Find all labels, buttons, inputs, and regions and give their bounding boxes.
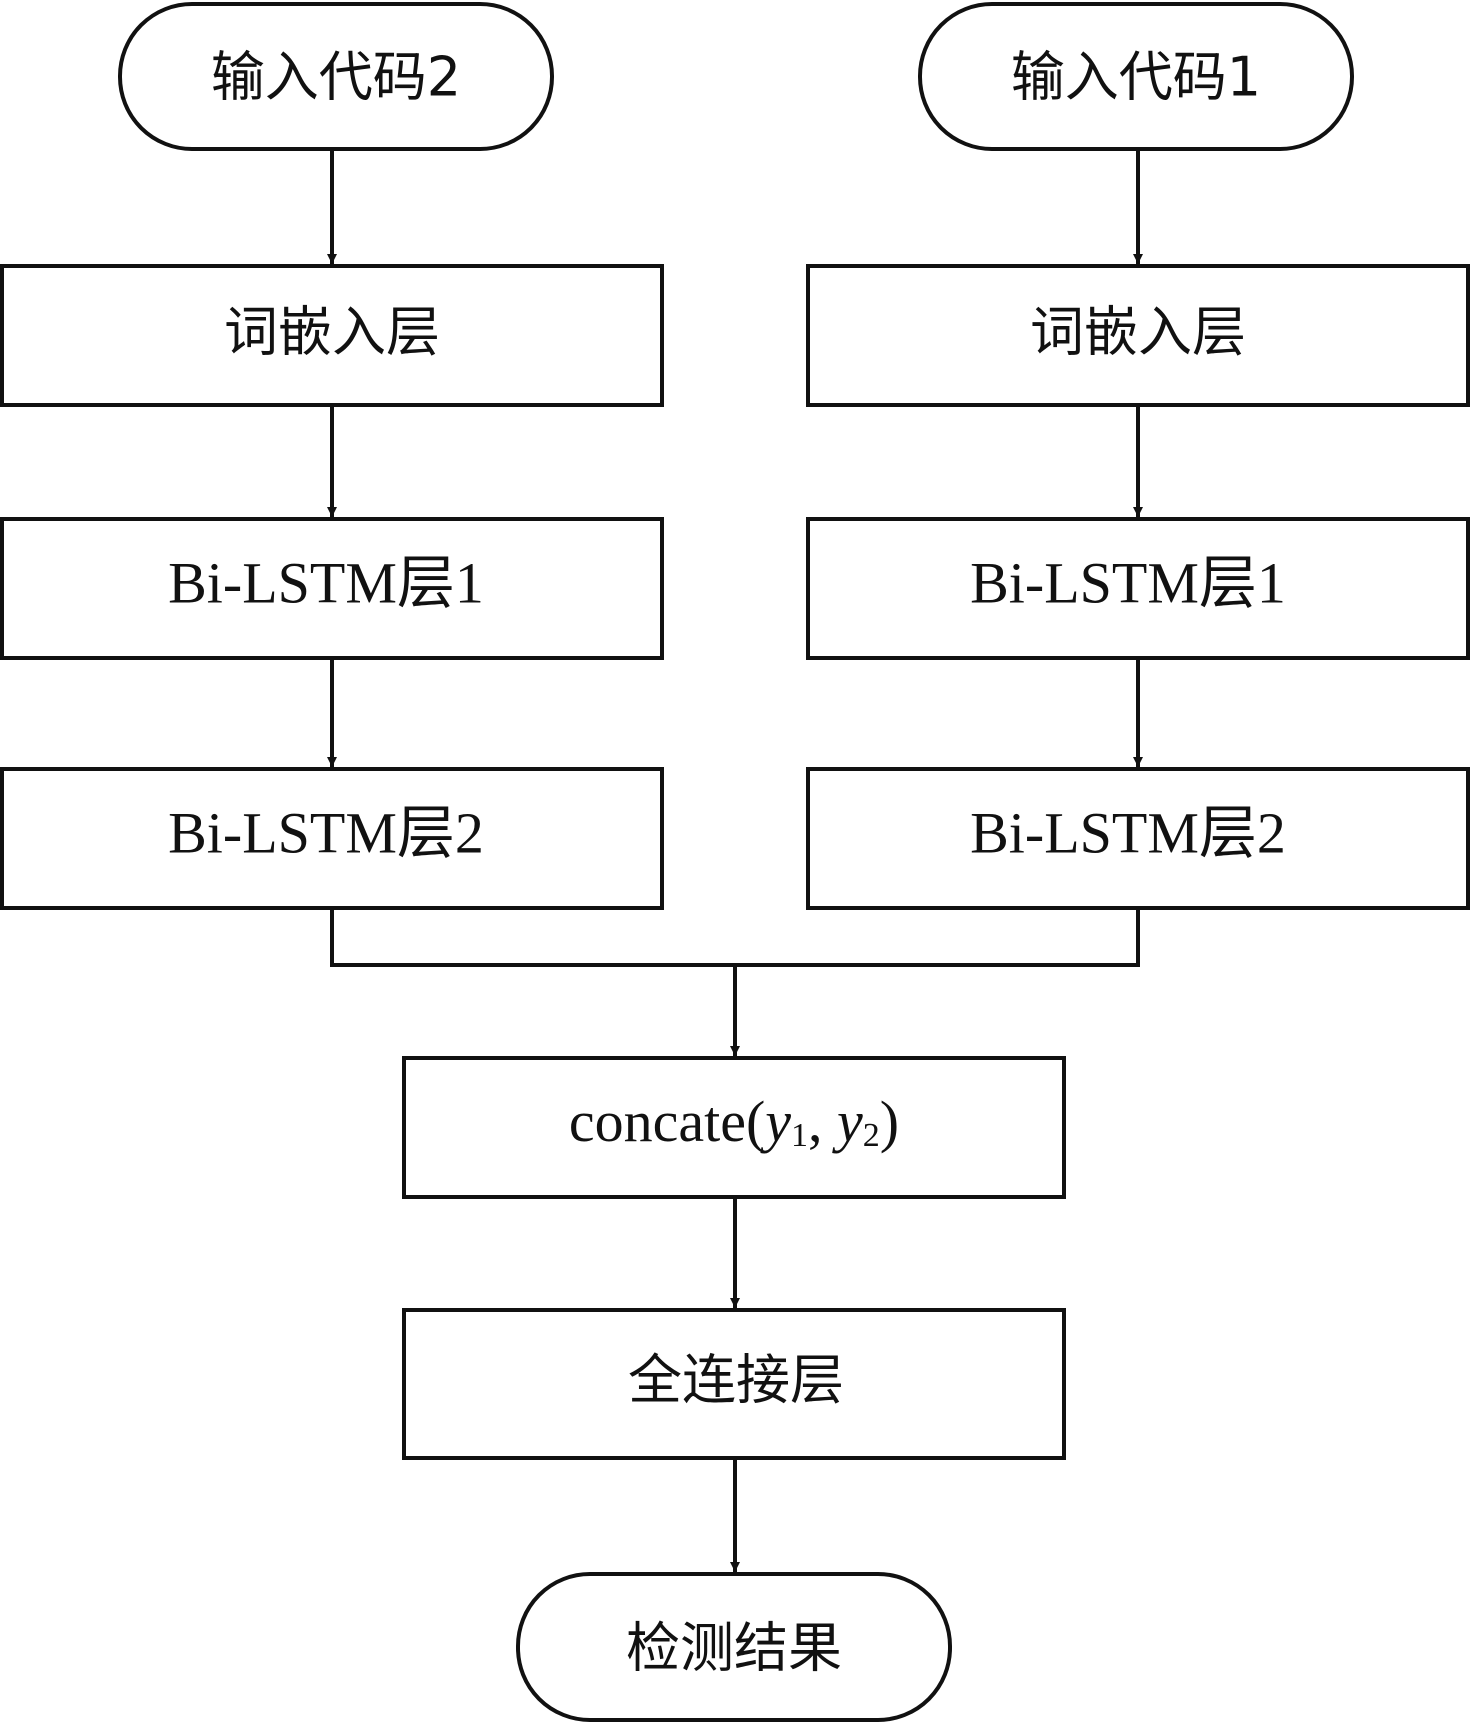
input-code-1-label: 输入代码1 <box>1011 46 1261 109</box>
concat-sub-2: 2 <box>863 1117 880 1154</box>
node-result: 检测结果 <box>516 1572 952 1722</box>
node-word-embedding-right: 词嵌入层 <box>806 264 1470 407</box>
node-bilstm1-right: Bi-LSTM层1 <box>806 517 1470 660</box>
concat-label: concate(y1, y2) <box>569 1089 899 1154</box>
node-word-embedding-left: 词嵌入层 <box>0 264 664 407</box>
bilstm1-right-label: Bi-LSTM层1 <box>970 550 1286 615</box>
node-bilstm2-left: Bi-LSTM层2 <box>0 767 664 910</box>
node-bilstm2-right: Bi-LSTM层2 <box>806 767 1470 910</box>
concat-separator: , <box>808 1089 837 1154</box>
concat-var-y1: y <box>760 1089 791 1154</box>
fully-connected-label: 全连接层 <box>628 1349 844 1412</box>
concat-suffix: ) <box>880 1089 899 1154</box>
concat-var-y2: y <box>832 1089 863 1154</box>
node-input-code-2: 输入代码2 <box>118 2 554 151</box>
bilstm2-right-label: Bi-LSTM层2 <box>970 800 1286 865</box>
bilstm2-left-label: Bi-LSTM层2 <box>168 800 484 865</box>
node-fully-connected: 全连接层 <box>402 1308 1066 1460</box>
input-code-2-label: 输入代码2 <box>211 46 461 109</box>
node-bilstm1-left: Bi-LSTM层1 <box>0 517 664 660</box>
concat-sub-1: 1 <box>791 1117 808 1154</box>
edge-merge-connector <box>330 908 1140 967</box>
result-label: 检测结果 <box>626 1617 842 1680</box>
word-embedding-right-label: 词嵌入层 <box>1030 301 1246 364</box>
node-input-code-1: 输入代码1 <box>918 2 1354 151</box>
word-embedding-left-label: 词嵌入层 <box>224 301 440 364</box>
concat-prefix: concate( <box>569 1089 765 1154</box>
node-concat: concate(y1, y2) <box>402 1056 1066 1199</box>
bilstm1-left-label: Bi-LSTM层1 <box>168 550 484 615</box>
